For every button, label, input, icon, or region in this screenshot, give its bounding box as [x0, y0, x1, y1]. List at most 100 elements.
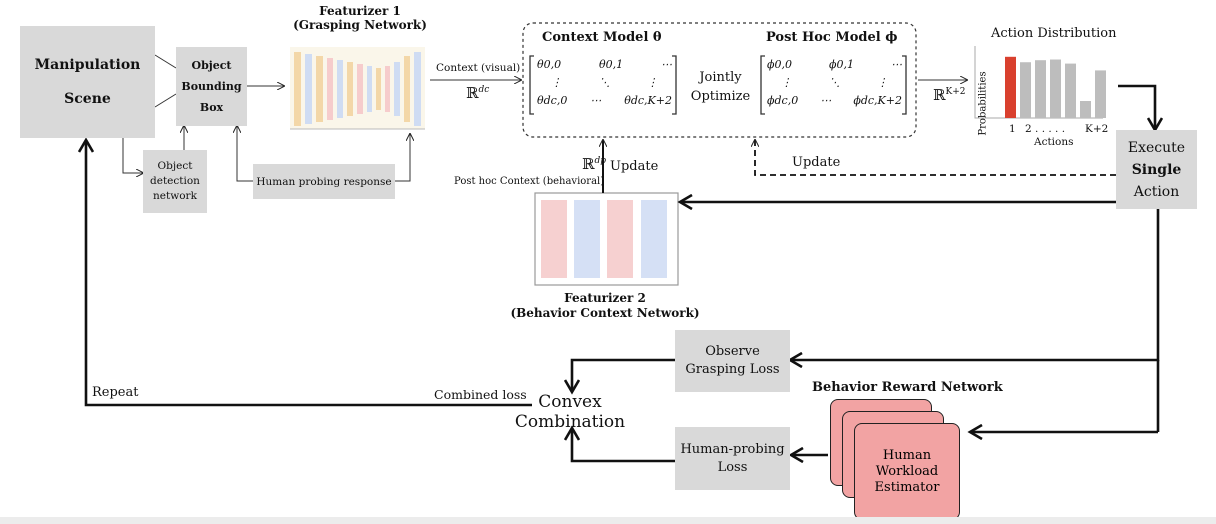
chart-bar-4 [1050, 59, 1061, 118]
post-hoc-context-label: Post hoc Context (behavioral) [454, 176, 605, 187]
featurizer1-line2: (Grasping Network) [293, 18, 427, 32]
theta-r1c1: θ0,0 [537, 58, 562, 71]
execute-line2: Single [1131, 161, 1182, 178]
theta-r3c1: θdc,0 [537, 94, 568, 107]
featurizer1-network-graphic [290, 47, 425, 130]
chart-bar-K+2 [1095, 70, 1106, 118]
rdp-label: ℝdp [582, 155, 606, 173]
execute-line3: Action [1133, 183, 1180, 200]
rk2-symbol: ℝ [933, 86, 946, 104]
rk2-superscript: K+2 [945, 87, 966, 97]
theta-r3c2: ⋯ [590, 94, 602, 107]
human-probing-response-box: Human probing response [253, 164, 395, 199]
action-tick-1: 1 [1009, 123, 1016, 135]
detection-line3: network [153, 190, 197, 202]
detection-line2: detection [150, 175, 200, 187]
chart-bar-1 [1005, 56, 1016, 118]
jointly-optimize-label: Jointly Optimize [683, 68, 758, 106]
theta-r2c3: ⋮ [647, 76, 658, 89]
probing-loss-to-convex-arrow [572, 428, 675, 463]
action-distribution-title: Action Distribution [991, 26, 1117, 41]
object-detection-network-box: Object detection network [143, 150, 207, 213]
object-bounding-box: Object Bounding Box [176, 47, 247, 126]
manipulation-scene-line1: Manipulation [34, 57, 141, 73]
probing-loss-line1: Human-probing [680, 441, 785, 457]
combined-loss-label: Combined loss [434, 387, 527, 402]
detection-line1: Object [157, 160, 193, 172]
theta-r3c3: θdc,K+2 [624, 94, 672, 107]
rdp-superscript: dp [594, 156, 606, 166]
update-context-label: Update [610, 159, 659, 174]
chart-bar-5 [1065, 63, 1076, 118]
action-distribution-xlabel: Actions [1034, 136, 1074, 148]
phi-r3c2: ⋯ [820, 94, 832, 107]
update-post-hoc-label: Update [792, 155, 841, 170]
context-model-title: Context Model θ [542, 30, 662, 45]
rdc-superscript: dc [478, 85, 490, 95]
rk2-label: ℝK+2 [933, 86, 965, 104]
chart-bar-6 [1080, 101, 1091, 118]
human-probing-loss-box: Human-probing Loss [675, 427, 790, 490]
observe-grasping-loss-box: Observe Grasping Loss [675, 330, 790, 392]
phi-r2c3: ⋮ [877, 76, 888, 89]
workload-line2: Workload [875, 463, 939, 479]
convex-line2: Combination [514, 412, 626, 432]
featurizer2-line2: (Behavior Context Network) [510, 306, 700, 320]
theta-r2c1: ⋮ [551, 76, 562, 89]
action-distribution-ylabel: Probabilities [977, 71, 989, 136]
theta-r2c2: ⋱ [599, 76, 610, 89]
update-post-hoc-dashed-arrow [755, 140, 1116, 176]
execute-single-action-box: Execute Single Action [1116, 130, 1197, 209]
bbox-line3: Box [199, 101, 224, 114]
workload-line3: Estimator [874, 479, 940, 495]
behavior-reward-network-title: Behavior Reward Network [812, 380, 1003, 395]
chart-bar-3 [1035, 60, 1046, 118]
featurizer2-title: Featurizer 2 (Behavior Context Network) [500, 291, 710, 321]
scene-to-detection-arrow [122, 138, 143, 173]
models-container-outline [522, 22, 917, 138]
rdc-label: ℝdc [466, 84, 489, 102]
matrix-brackets [529, 55, 907, 115]
phi-r3c3: ϕdc,K+2 [853, 94, 902, 107]
grasping-loss-line1: Observe [705, 344, 760, 359]
action-tick-2: 2 . . . . . [1025, 123, 1066, 135]
distribution-to-execute-arrow [1118, 84, 1155, 130]
manipulation-scene-line2: Scene [64, 91, 111, 107]
repeat-arrow [86, 140, 532, 407]
phi-r1c3: ⋯ [891, 58, 902, 71]
theta-r1c3: ⋯ [661, 58, 672, 71]
action-distribution-chart [974, 46, 1106, 119]
featurizer1-line1: Featurizer 1 [319, 4, 401, 18]
probing-to-bbox-arrow [237, 126, 253, 182]
convex-combination-label: Convex Combination [505, 392, 635, 432]
chart-bar-2 [1020, 62, 1031, 118]
action-tick-last: K+2 [1085, 123, 1109, 135]
execute-to-grasping-loss-arrow [790, 209, 1160, 360]
featurizer2-network-graphic [534, 192, 679, 286]
rdp-symbol: ℝ [582, 155, 595, 173]
execute-line1: Execute [1127, 139, 1186, 156]
bottom-strip [0, 517, 1216, 524]
human-workload-estimator-card: Human Workload Estimator [854, 423, 960, 520]
featurizer2-line1: Featurizer 2 [564, 291, 646, 305]
scene-to-bbox-lower-line [154, 93, 177, 108]
phi-matrix: ϕ0,0 ϕ0,1 ⋯ ⋮ ⋱ ⋮ ϕdc,0 ⋯ ϕdc,K+2 [767, 58, 902, 112]
theta-matrix: θ0,0 θ0,1 ⋯ ⋮ ⋱ ⋮ θdc,0 ⋯ θdc,K+2 [537, 58, 672, 112]
repeat-label: Repeat [92, 385, 139, 400]
probing-to-featurizer1-arrow [395, 134, 410, 182]
human-probing-response-label: Human probing response [256, 175, 392, 188]
convex-line1: Convex [538, 392, 602, 412]
bbox-line2: Bounding [181, 80, 242, 93]
post-hoc-model-title: Post Hoc Model ϕ [766, 30, 898, 45]
workload-line1: Human [882, 447, 932, 463]
phi-r1c2: ϕ0,1 [829, 58, 854, 71]
phi-r2c1: ⋮ [781, 76, 792, 89]
grasping-loss-line2: Grasping Loss [685, 362, 780, 377]
rdc-symbol: ℝ [466, 84, 479, 102]
phi-r2c2: ⋱ [829, 76, 840, 89]
manipulation-scene-box: Manipulation Scene [20, 26, 155, 138]
theta-r1c2: θ0,1 [599, 58, 624, 71]
probing-loss-line2: Loss [717, 459, 748, 475]
